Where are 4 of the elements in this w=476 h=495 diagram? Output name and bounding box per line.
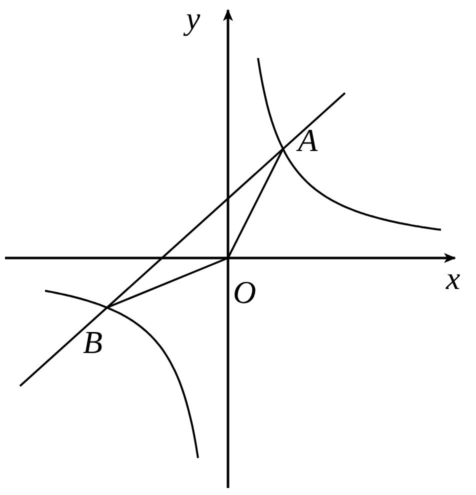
point-label: B (83, 326, 103, 358)
axis-label: x (446, 262, 460, 294)
point-label: O (233, 276, 256, 308)
point-label: A (298, 124, 318, 156)
